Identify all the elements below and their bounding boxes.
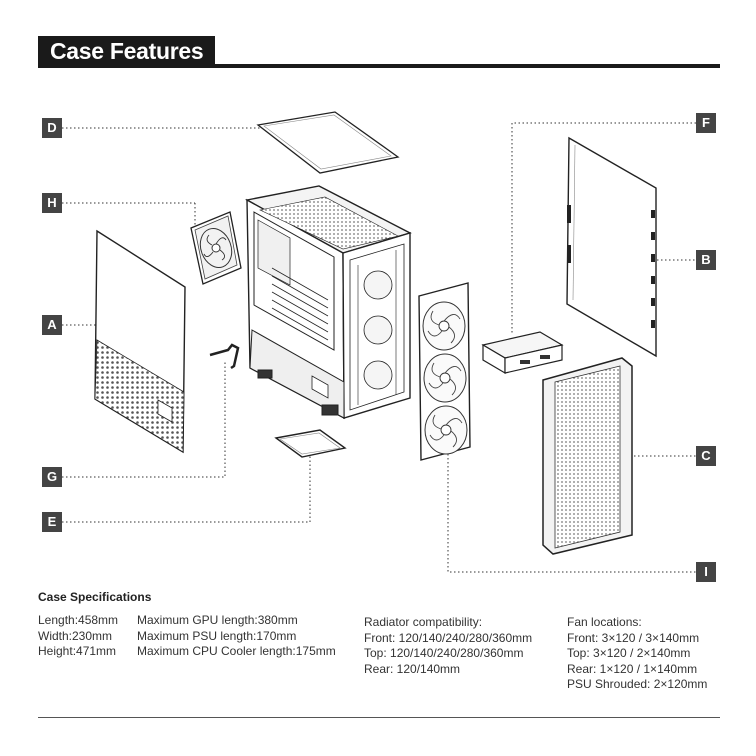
spec-line: Height:471mm bbox=[38, 644, 117, 658]
front-mesh-panel bbox=[542, 357, 633, 555]
left-side-panel bbox=[94, 229, 186, 454]
leader-f bbox=[511, 122, 696, 335]
leader-e bbox=[62, 448, 311, 523]
callout-label-e: E bbox=[42, 512, 62, 532]
callout-label-c: C bbox=[696, 446, 716, 466]
gpu-bracket bbox=[209, 343, 240, 370]
spec-line: Rear: 120/140mm bbox=[364, 661, 461, 676]
exploded-case-diagram bbox=[62, 111, 696, 573]
drive-cage bbox=[481, 331, 564, 375]
spec-line: Front: 3×120 / 3×140mm bbox=[567, 630, 700, 645]
leader-g bbox=[62, 360, 226, 478]
leader-i bbox=[447, 450, 696, 573]
spec-line: Maximum PSU length:170mm bbox=[137, 628, 297, 643]
chassis bbox=[244, 185, 412, 420]
spec-line: Fan locations: bbox=[567, 615, 642, 629]
rear-fan bbox=[190, 211, 242, 285]
spec-line: Length:458mm bbox=[38, 613, 119, 627]
spec-line: Front: 120/140/240/280/360mm bbox=[364, 630, 533, 645]
callout-label-d: D bbox=[42, 118, 62, 138]
specs-fans: Fan locations: Front: 3×120 / 3×140mm To… bbox=[567, 615, 707, 693]
spec-line: Radiator compatibility: bbox=[364, 615, 483, 629]
spec-line: Maximum GPU length:380mm bbox=[137, 613, 298, 627]
spec-line: Width:230mm bbox=[38, 628, 113, 643]
right-side-panel bbox=[566, 136, 657, 358]
spec-line: Top: 3×120 / 2×140mm bbox=[567, 646, 691, 660]
front-fan-array bbox=[418, 282, 471, 461]
callout-label-b: B bbox=[696, 250, 716, 270]
page-title: Case Features bbox=[38, 36, 216, 66]
callout-label-a: A bbox=[42, 315, 62, 335]
specs-dimensions: Length:458mm Width:230mm Height:471mm bbox=[38, 613, 118, 660]
callout-label-i: I bbox=[696, 562, 716, 582]
spec-line: Maximum CPU Cooler length:175mm bbox=[137, 644, 336, 658]
callout-label-f: F bbox=[696, 113, 716, 133]
spec-line: PSU Shrouded: 2×120mm bbox=[567, 677, 708, 691]
callout-label-h: H bbox=[42, 193, 62, 213]
spec-line: Rear: 1×120 / 1×140mm bbox=[567, 661, 698, 676]
spec-line: Top: 120/140/240/280/360mm bbox=[364, 646, 524, 660]
top-dust-filter bbox=[256, 111, 400, 174]
specs-heading: Case Specifications bbox=[38, 590, 152, 604]
specs-radiator: Radiator compatibility: Front: 120/140/2… bbox=[364, 615, 532, 677]
callout-label-g: G bbox=[42, 467, 62, 487]
title-rule bbox=[38, 64, 720, 68]
specs-maximums: Maximum GPU length:380mm Maximum PSU len… bbox=[137, 613, 336, 660]
bottom-rule bbox=[38, 717, 720, 718]
